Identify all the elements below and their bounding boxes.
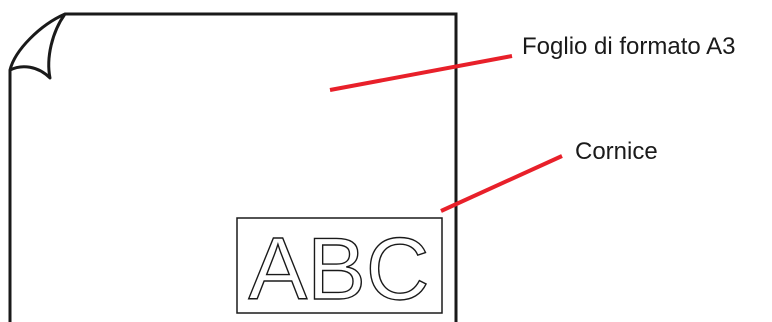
- frame-callout-line: [441, 156, 562, 211]
- frame-label: Cornice: [575, 140, 658, 164]
- frame-text: ABC: [249, 219, 430, 318]
- page-curl-icon: [10, 14, 65, 78]
- sheet-label: Foglio di formato A3: [522, 35, 735, 59]
- sheet-callout-line: [330, 56, 512, 90]
